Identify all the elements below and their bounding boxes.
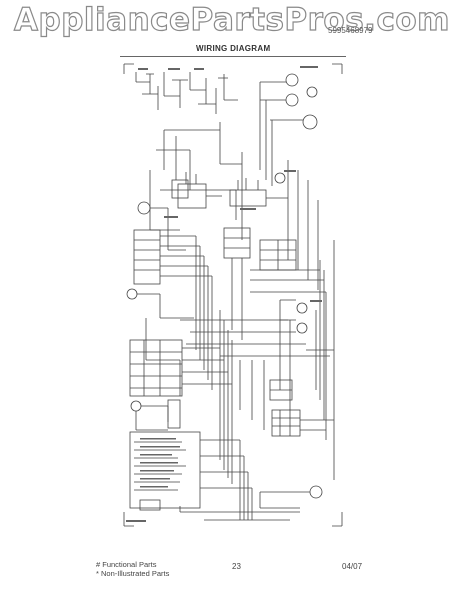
part-number: 5995468979: [328, 26, 373, 35]
page-number: 23: [232, 562, 241, 571]
header-divider: [120, 56, 346, 57]
page-title: WIRING DIAGRAM: [196, 44, 271, 53]
wiring-diagram: [123, 63, 343, 527]
watermark-logo: AppliancePartsPros.com: [13, 1, 450, 38]
functional-parts-note: # Functional Parts: [96, 560, 157, 569]
revision-date: 04/07: [342, 562, 363, 571]
non-illustrated-note: * Non-Illustrated Parts: [96, 569, 170, 578]
footer-legend: # Functional Parts * Non-Illustrated Par…: [96, 560, 169, 578]
